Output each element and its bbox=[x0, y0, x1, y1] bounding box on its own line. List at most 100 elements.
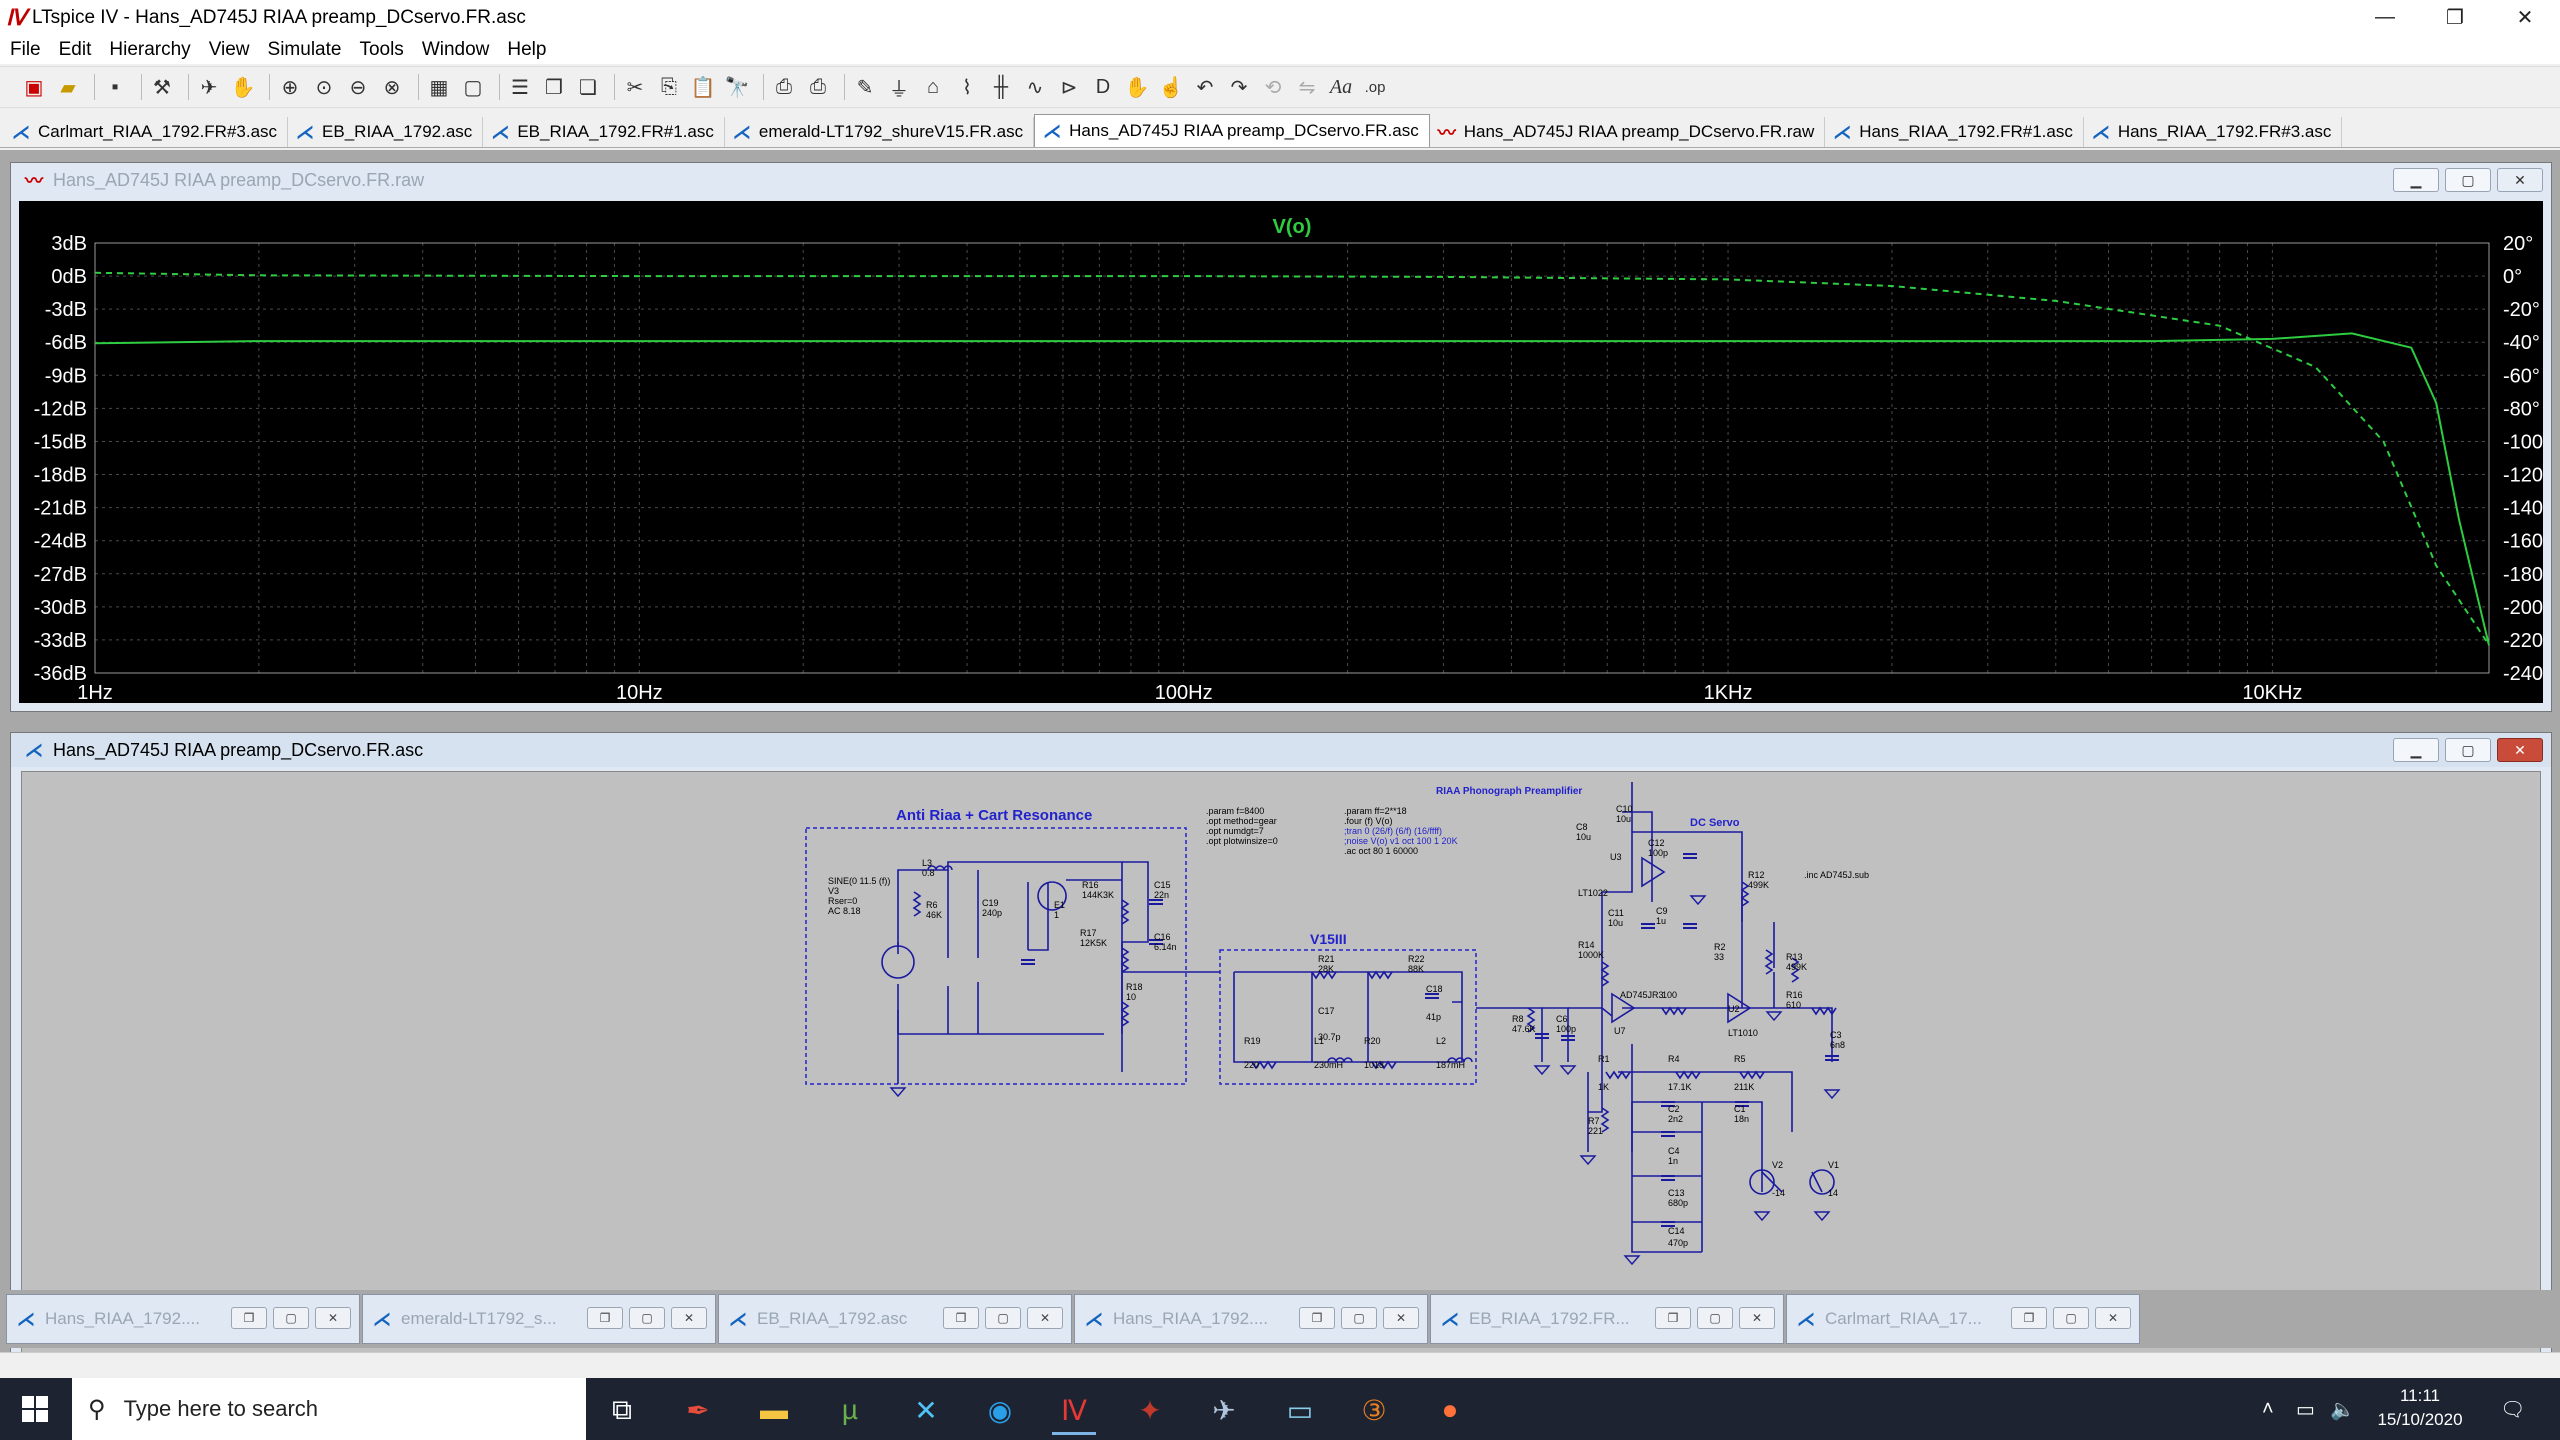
open-icon[interactable]: ▰ bbox=[60, 76, 76, 99]
utorrent-icon[interactable]: µ bbox=[841, 1394, 859, 1425]
inductor-icon[interactable]: ∿ bbox=[1026, 76, 1044, 99]
file-explorer-icon[interactable]: ▬ bbox=[760, 1394, 788, 1425]
schematic-minimize-button[interactable]: ▁ bbox=[2393, 738, 2439, 762]
cut-icon[interactable]: ✂ bbox=[626, 76, 644, 99]
zoom-out-icon[interactable]: ⊖ bbox=[349, 76, 367, 99]
autorange-icon[interactable]: ▦ bbox=[429, 76, 449, 99]
schematic-close-button[interactable]: ✕ bbox=[2497, 738, 2543, 762]
doc-tab-4[interactable]: ⋌Hans_AD745J RIAA preamp_DCservo.FR.asc bbox=[1034, 114, 1430, 147]
minimized-window-0[interactable]: ⋌Hans_RIAA_1792....❐▢✕ bbox=[6, 1294, 360, 1344]
menu-hierarchy[interactable]: Hierarchy bbox=[109, 39, 191, 60]
taskbar-clock[interactable]: 11:11 15/10/2020 bbox=[2360, 1384, 2480, 1432]
close-button[interactable]: ✕ bbox=[315, 1307, 351, 1329]
ltspice-taskbar-icon[interactable]: Ⅳ bbox=[1052, 1388, 1096, 1435]
resistor-icon[interactable]: ⌇ bbox=[962, 76, 972, 99]
tray-overflow-icon[interactable]: ˄ bbox=[2262, 1397, 2274, 1420]
undo-icon[interactable]: ↶ bbox=[1196, 76, 1214, 99]
zoom-back-icon[interactable]: ▢ bbox=[463, 76, 483, 99]
schematic-maximize-button[interactable]: ▢ bbox=[2445, 738, 2491, 762]
zoom-in-icon[interactable]: ⊕ bbox=[281, 76, 299, 99]
minimized-window-2[interactable]: ⋌EB_RIAA_1792.asc❐▢✕ bbox=[718, 1294, 1072, 1344]
menu-simulate[interactable]: Simulate bbox=[267, 39, 342, 60]
find-icon[interactable]: 🔭 bbox=[724, 76, 750, 99]
network-icon[interactable]: ▭ bbox=[2296, 1398, 2315, 1421]
spice-directive-icon[interactable]: .op bbox=[1364, 78, 1386, 96]
menu-help[interactable]: Help bbox=[507, 39, 547, 60]
doc-tab-7[interactable]: ⋌Hans_RIAA_1792.FR#3.asc bbox=[2084, 117, 2343, 147]
text-icon[interactable]: Aa bbox=[1329, 75, 1353, 98]
menu-edit[interactable]: Edit bbox=[58, 39, 92, 60]
maximize-button[interactable]: ▢ bbox=[1697, 1307, 1733, 1329]
redo-icon[interactable]: ↷ bbox=[1230, 76, 1248, 99]
diode-icon[interactable]: ⊳ bbox=[1060, 76, 1078, 99]
run-icon[interactable]: ✈ bbox=[200, 76, 218, 99]
menu-file[interactable]: File bbox=[10, 39, 41, 60]
plot-close-button[interactable]: ✕ bbox=[2497, 168, 2543, 192]
ground-icon[interactable]: ⏚ bbox=[889, 78, 909, 101]
close-button[interactable]: ✕ bbox=[2095, 1307, 2131, 1329]
halt-icon[interactable]: ✋ bbox=[230, 76, 256, 99]
minimized-window-4[interactable]: ⋌EB_RIAA_1792.FR...❐▢✕ bbox=[1430, 1294, 1784, 1344]
minimize-button[interactable]: — bbox=[2375, 5, 2395, 28]
app-x-icon[interactable]: ✕ bbox=[914, 1394, 938, 1426]
restore-button[interactable]: ❐ bbox=[2446, 6, 2464, 29]
maximize-button[interactable]: ▢ bbox=[2053, 1307, 2089, 1329]
menu-window[interactable]: Window bbox=[421, 39, 490, 60]
doc-tab-5[interactable]: 〰Hans_AD745J RIAA preamp_DCservo.FR.raw bbox=[1430, 117, 1826, 147]
new-schematic-icon[interactable]: ▣ bbox=[24, 76, 44, 99]
task-view-icon[interactable]: ⧉ bbox=[612, 1393, 632, 1425]
edge-browser-icon[interactable]: ◉ bbox=[987, 1394, 1013, 1426]
monitor-app-icon[interactable]: ▭ bbox=[1286, 1394, 1314, 1426]
close-button[interactable]: ✕ bbox=[1739, 1307, 1775, 1329]
menu-tools[interactable]: Tools bbox=[359, 39, 404, 60]
pan-icon[interactable]: ⊙ bbox=[315, 76, 333, 99]
close-button[interactable]: ✕ bbox=[1027, 1307, 1063, 1329]
restore-button[interactable]: ❐ bbox=[1299, 1307, 1335, 1329]
restore-button[interactable]: ❐ bbox=[231, 1307, 267, 1329]
control-panel-icon[interactable]: ⚒ bbox=[153, 76, 171, 99]
volume-icon[interactable]: 🔈 bbox=[2330, 1398, 2355, 1421]
print-icon[interactable]: ⎙ bbox=[810, 75, 826, 98]
doc-tab-1[interactable]: ⋌EB_RIAA_1792.asc bbox=[288, 117, 484, 147]
satellite-icon[interactable]: ✈ bbox=[1212, 1394, 1236, 1426]
cascade-icon[interactable]: ❐ bbox=[545, 76, 563, 99]
wire-icon[interactable]: ✎ bbox=[856, 76, 874, 99]
restore-button[interactable]: ❐ bbox=[943, 1307, 979, 1329]
restore-button[interactable]: ❐ bbox=[587, 1307, 623, 1329]
minimized-window-5[interactable]: ⋌Carlmart_RIAA_17...❐▢✕ bbox=[1786, 1294, 2140, 1344]
menu-view[interactable]: View bbox=[208, 39, 250, 60]
maximize-button[interactable]: ▢ bbox=[1341, 1307, 1377, 1329]
maximize-button[interactable]: ▢ bbox=[273, 1307, 309, 1329]
print-preview-icon[interactable]: ⎙ bbox=[776, 75, 792, 98]
pen-app-icon[interactable]: ✒ bbox=[686, 1394, 710, 1426]
tile-vertical-icon[interactable]: ❏ bbox=[579, 76, 597, 99]
orange-app-icon[interactable]: ③ bbox=[1361, 1394, 1387, 1426]
mirror-icon[interactable]: ⇋ bbox=[1298, 76, 1316, 99]
paste-icon[interactable]: 📋 bbox=[690, 76, 716, 99]
notifications-icon[interactable]: 🗨 bbox=[2500, 1398, 2526, 1421]
doc-tab-2[interactable]: ⋌EB_RIAA_1792.FR#1.asc bbox=[483, 117, 725, 147]
label-net-icon[interactable]: ⌂ bbox=[926, 75, 940, 98]
doc-tab-6[interactable]: ⋌Hans_RIAA_1792.FR#1.asc bbox=[1825, 117, 2084, 147]
close-button[interactable]: ✕ bbox=[671, 1307, 707, 1329]
capacitor-icon[interactable]: ╫ bbox=[993, 75, 1009, 98]
firefox-icon[interactable]: ● bbox=[1441, 1394, 1459, 1425]
close-button[interactable]: ✕ bbox=[1383, 1307, 1419, 1329]
minimized-window-1[interactable]: ⋌emerald-LT1792_s...❐▢✕ bbox=[362, 1294, 716, 1344]
plot-minimize-button[interactable]: ▁ bbox=[2393, 168, 2439, 192]
doc-tab-3[interactable]: ⋌emerald-LT1792_shureV15.FR.asc bbox=[725, 117, 1035, 147]
minimized-window-3[interactable]: ⋌Hans_RIAA_1792....❐▢✕ bbox=[1074, 1294, 1428, 1344]
tile-horizontal-icon[interactable]: ☰ bbox=[511, 76, 529, 99]
windows-start-icon[interactable] bbox=[0, 1378, 70, 1440]
move-icon[interactable]: ✋ bbox=[1124, 76, 1150, 99]
maximize-button[interactable]: ▢ bbox=[629, 1307, 665, 1329]
save-icon[interactable]: ▪ bbox=[111, 75, 119, 98]
copy-icon[interactable]: ⎘ bbox=[661, 75, 677, 98]
doc-tab-0[interactable]: ⋌Carlmart_RIAA_1792.FR#3.asc bbox=[4, 117, 289, 147]
rotate-icon[interactable]: ⟲ bbox=[1264, 76, 1282, 99]
plot-maximize-button[interactable]: ▢ bbox=[2445, 168, 2491, 192]
maximize-button[interactable]: ▢ bbox=[985, 1307, 1021, 1329]
component-icon[interactable]: D bbox=[1095, 75, 1111, 98]
restore-button[interactable]: ❐ bbox=[2011, 1307, 2047, 1329]
